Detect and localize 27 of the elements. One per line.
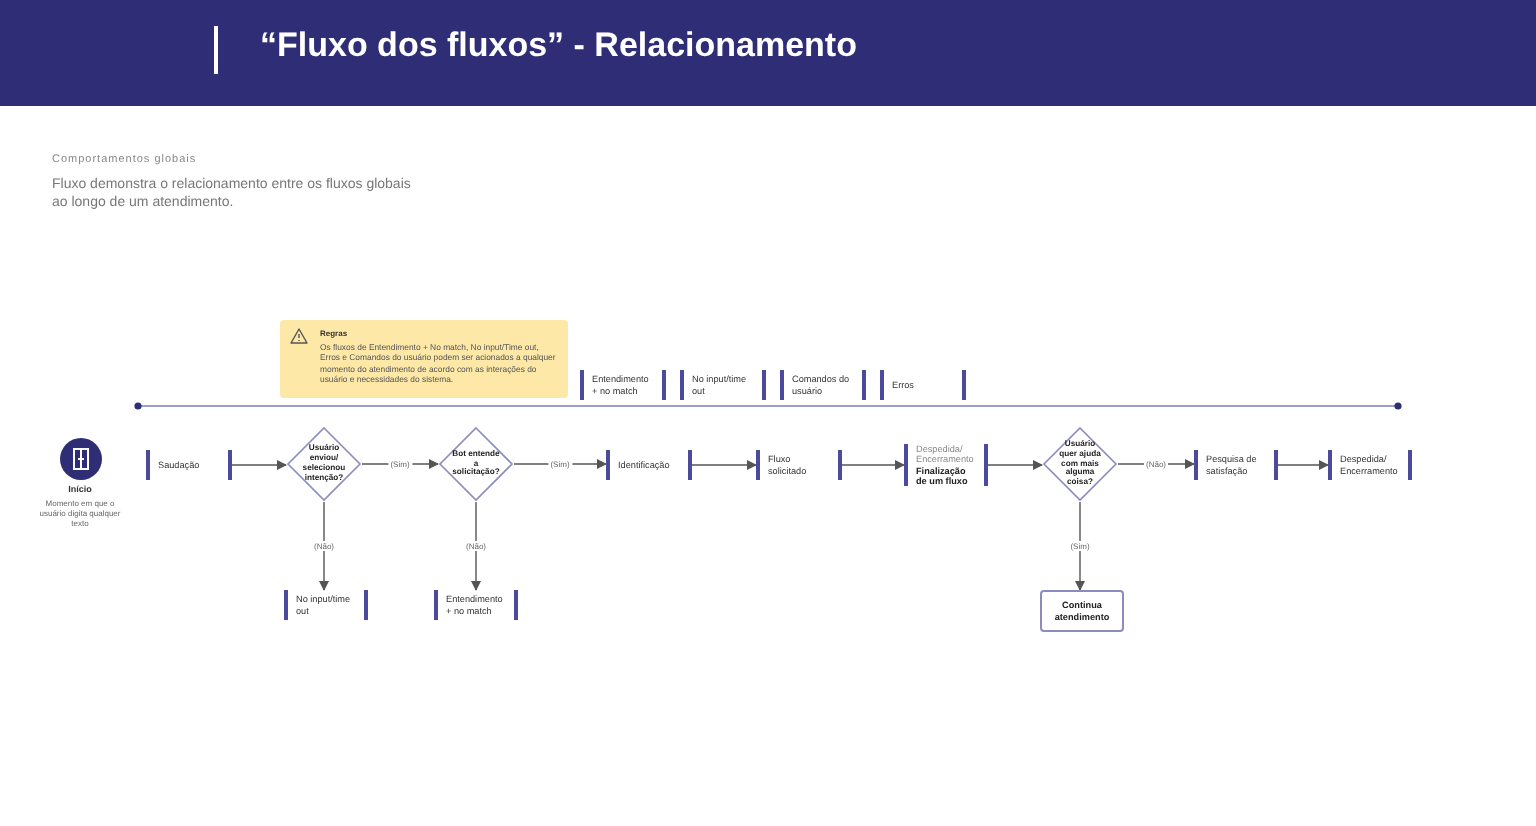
step-bracket — [284, 590, 368, 620]
arrow — [471, 501, 481, 591]
step-bracket — [780, 370, 866, 400]
arrow — [691, 460, 757, 470]
step-bracket — [580, 370, 666, 400]
arrow — [231, 460, 287, 470]
title: “Fluxo dos fluxos” - Relacionamento — [260, 26, 857, 66]
process-box — [1040, 590, 1124, 632]
step-bracket — [146, 450, 232, 480]
step-bracket — [880, 370, 966, 400]
decision-diamond — [438, 426, 514, 502]
arrow — [319, 501, 329, 591]
rules-note — [280, 320, 568, 398]
arrow — [513, 459, 607, 469]
arrow — [1075, 501, 1085, 591]
step-bracket — [1194, 450, 1278, 480]
step-bracket — [1328, 450, 1412, 480]
arrow — [987, 460, 1043, 470]
arrow — [841, 460, 905, 470]
arrow — [1277, 460, 1329, 470]
step-bracket — [606, 450, 692, 480]
decision-diamond — [1042, 426, 1118, 502]
step-bracket — [756, 450, 842, 480]
decision-diamond — [286, 426, 362, 502]
step-bracket — [434, 590, 518, 620]
step-bracket — [904, 444, 988, 486]
step-bracket — [680, 370, 766, 400]
